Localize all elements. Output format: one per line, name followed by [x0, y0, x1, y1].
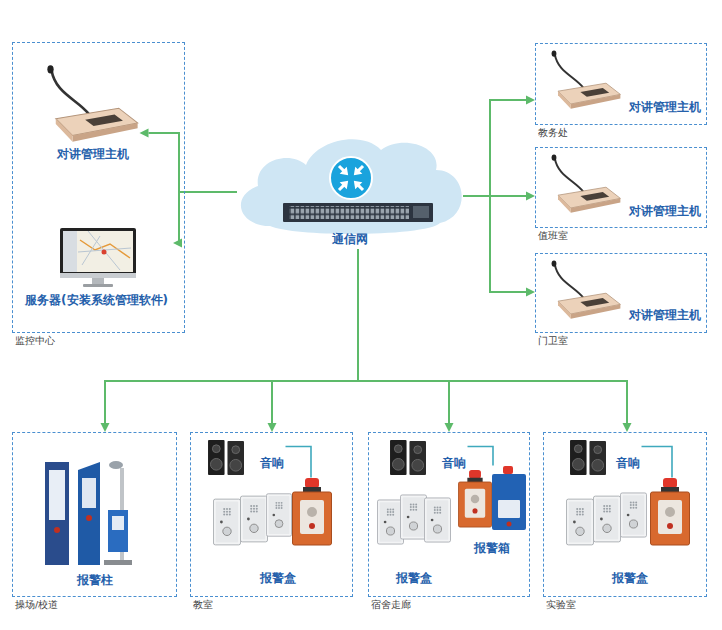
group-label: 值班室	[538, 230, 568, 241]
node-label: 报警箱	[472, 541, 512, 558]
connector	[358, 249, 627, 423]
device-node: 对讲管理主机	[548, 47, 703, 117]
group-label: 实验室	[546, 599, 576, 610]
node-label: 对讲管理主机	[55, 147, 131, 164]
node-label: 音响	[440, 456, 468, 473]
connector	[105, 249, 358, 423]
device-node: 音响	[206, 438, 286, 478]
group-box: 操场/校道报警柱	[12, 432, 177, 597]
group-label: 监控中心	[15, 335, 55, 346]
arrowhead	[101, 423, 110, 432]
device-node: 报警箱	[456, 466, 528, 558]
node-label: 音响	[614, 456, 642, 473]
arrowhead	[526, 96, 535, 105]
node-label: 通信网	[330, 232, 370, 249]
group-label: 教室	[193, 599, 213, 610]
node-label: 对讲管理主机	[627, 100, 703, 117]
node-label: 对讲管理主机	[627, 204, 703, 221]
group-box: 教务处对讲管理主机	[535, 43, 707, 125]
arrowhead	[623, 423, 632, 432]
arrowhead	[268, 423, 277, 432]
device-node: 报警盒	[373, 485, 455, 588]
device-node: 服务器(安装系统管理软件)	[20, 222, 173, 310]
node-label: 报警盒	[258, 571, 298, 588]
group-label: 门卫室	[538, 335, 568, 346]
connector	[463, 100, 526, 196]
connector	[179, 192, 237, 243]
node-label: 服务器(安装系统管理软件)	[23, 293, 170, 310]
group-box: 值班室对讲管理主机	[535, 147, 707, 228]
arrowhead	[445, 423, 454, 432]
node-label: 对讲管理主机	[627, 308, 703, 325]
node-label: 报警盒	[394, 571, 434, 588]
group-box: 教室音响报警盒	[190, 432, 353, 597]
connector	[642, 447, 673, 478]
arrowhead	[526, 192, 535, 201]
arrowhead	[173, 239, 182, 248]
connector	[358, 249, 449, 423]
connector	[286, 447, 312, 478]
connector	[463, 196, 526, 292]
group-label: 操场/校道	[15, 599, 58, 610]
node-label: 音响	[258, 456, 286, 473]
device-node: 音响	[388, 438, 468, 478]
device-node: 对讲管理主机	[46, 62, 140, 164]
device-node: 通信网	[237, 137, 463, 249]
device-node: 报警盒	[208, 478, 348, 588]
device-node: 对讲管理主机	[548, 151, 703, 221]
device-node: 报警柱	[30, 455, 160, 590]
connector	[149, 133, 238, 192]
group-box: 实验室音响报警盒	[543, 432, 707, 597]
group-box: 宿舍走廊音响报警盒报警箱	[368, 432, 530, 597]
group-label: 宿舍走廊	[371, 599, 411, 610]
node-label: 报警柱	[75, 573, 115, 590]
arrowhead	[526, 288, 535, 297]
group-box: 监控中心对讲管理主机服务器(安装系统管理软件)	[12, 42, 185, 333]
connector	[272, 249, 358, 423]
device-node: 对讲管理主机	[548, 257, 703, 325]
group-label: 教务处	[538, 127, 568, 138]
device-node: 报警盒	[560, 478, 700, 588]
connector	[468, 447, 494, 466]
group-box: 门卫室对讲管理主机	[535, 253, 707, 333]
device-node: 音响	[562, 438, 642, 478]
arrowhead	[140, 129, 149, 138]
node-label: 报警盒	[610, 571, 650, 588]
